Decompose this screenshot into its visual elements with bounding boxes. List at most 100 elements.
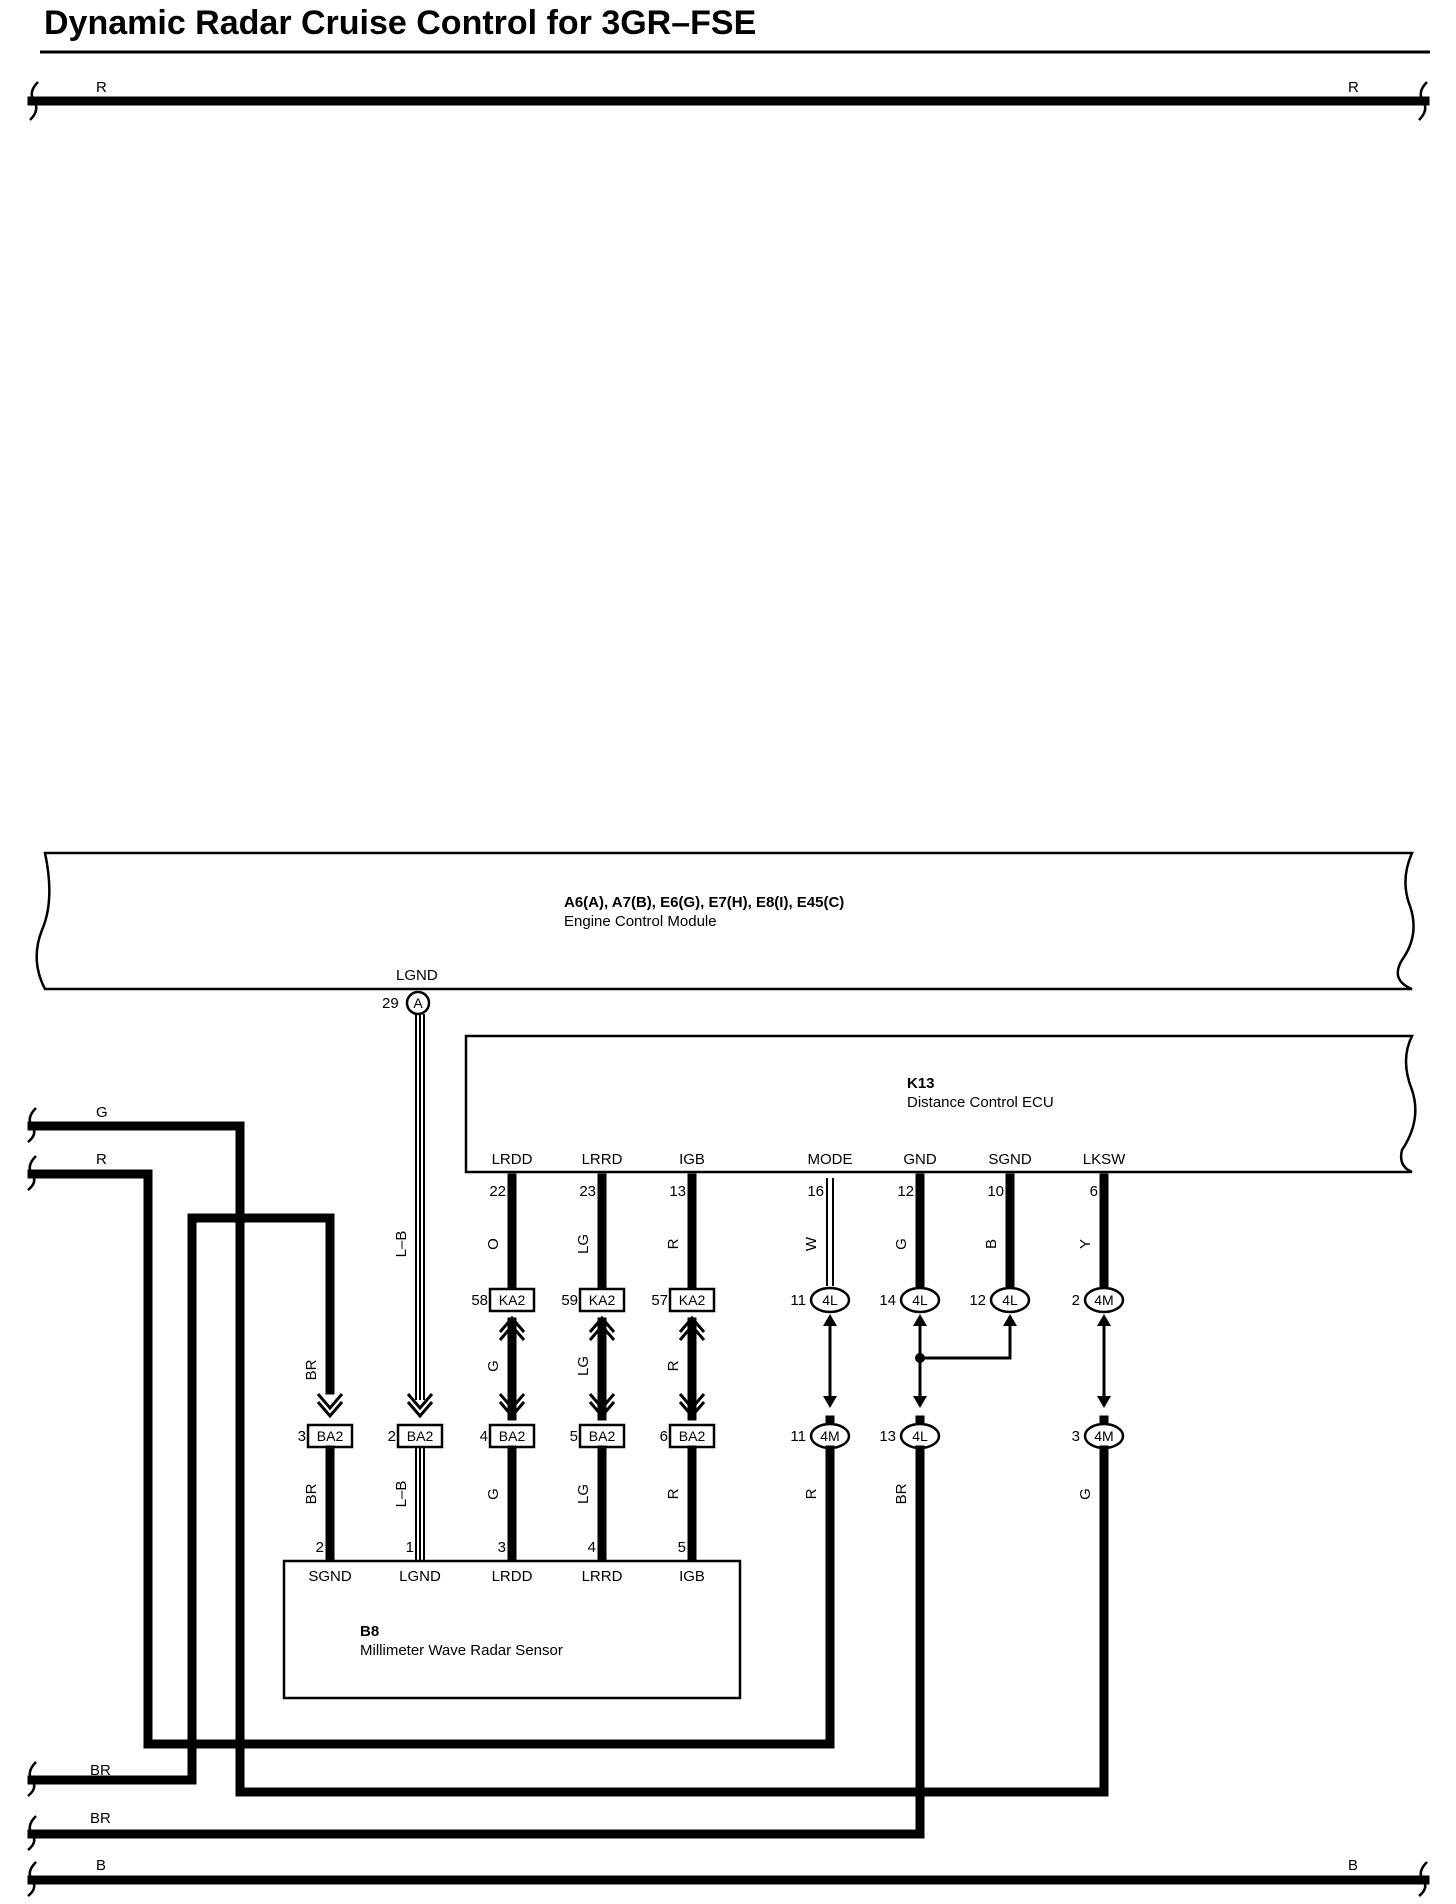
lower-conn-pin: 4 — [480, 1428, 488, 1445]
upper-conn-name: 4L — [1002, 1292, 1018, 1308]
upper-connector-ka2 — [668, 1287, 716, 1313]
low-wire-color-2: G — [485, 1488, 502, 1500]
page-title: Dynamic Radar Cruise Control for 3GR–FSE — [44, 4, 756, 42]
route-r-mode — [27, 1169, 835, 1749]
arrow-down-0 — [498, 1393, 526, 1419]
wire-routes — [27, 1121, 1430, 1885]
lower-conn-name: BA2 — [407, 1428, 434, 1444]
ecm-connector-label: A — [413, 995, 423, 1011]
arrow-up-sgnd — [1003, 1314, 1017, 1326]
upper-conn-name: 4L — [912, 1292, 928, 1308]
arrow-down-sgnd-ba2 — [316, 1393, 344, 1419]
route-br-gnd — [27, 1415, 925, 1839]
arrow-up-small-4 — [913, 1314, 927, 1326]
ecm-code: A6(A), A7(B), E6(G), E7(H), E8(I), E45(C… — [564, 894, 844, 911]
arrow-down-small-3 — [823, 1396, 837, 1408]
bus-br1-label: BR — [90, 1762, 111, 1779]
upper-conn-name: KA2 — [589, 1292, 616, 1308]
upper-conn-name: 4L — [822, 1292, 838, 1308]
upper-conn-pin: 57 — [651, 1292, 668, 1309]
lower-conn-name: 4M — [1094, 1428, 1113, 1444]
lower-conn-pin: 3 — [298, 1428, 306, 1445]
lower-conn-pin: 11 — [790, 1428, 806, 1445]
lower-conn-pin: 6 — [660, 1428, 668, 1445]
low-wire-color-4: R — [665, 1488, 682, 1499]
ecu-terminal-igb: IGB — [679, 1151, 705, 1168]
upper-conn-pin: 59 — [561, 1292, 578, 1309]
sensor-box — [282, 1559, 742, 1700]
sensor-code: B8 — [360, 1623, 379, 1640]
arrow-up-small-3 — [823, 1314, 837, 1326]
sensor-terminal-igb: IGB — [679, 1568, 705, 1585]
upper-conn-pin: 11 — [790, 1292, 806, 1309]
upper-conn-name: KA2 — [679, 1292, 706, 1308]
wire-color-sgnd: B — [983, 1239, 1000, 1249]
bus-break-right — [1418, 81, 1428, 121]
lower-conn-pin: 2 — [388, 1428, 396, 1445]
sensor-pin-sgnd: 2 — [316, 1539, 324, 1556]
arrow-down-small-6 — [1097, 1396, 1111, 1408]
ecu-terminal-lksw: LKSW — [1083, 1151, 1126, 1168]
mid-wire-color-0: G — [485, 1360, 502, 1372]
mid-wire-color-2: R — [665, 1360, 682, 1371]
arrow-down-small-4 — [913, 1396, 927, 1408]
route-br-sgnd — [27, 1213, 335, 1785]
lower-conn-name: BA2 — [589, 1428, 616, 1444]
bus-top-right-label: R — [1348, 79, 1359, 96]
upper-connector-ka2 — [488, 1287, 536, 1313]
wire-color-gnd: G — [893, 1238, 910, 1250]
upper-conn-name: 4M — [1094, 1292, 1113, 1308]
arrow-down-lgnd-ba2 — [406, 1393, 434, 1419]
upper-connector-4m — [1083, 1286, 1125, 1314]
ecu-pin-lrdd: 22 — [489, 1183, 506, 1200]
wire-color-lksw: Y — [1077, 1239, 1094, 1249]
lower-conn-name: BA2 — [499, 1428, 526, 1444]
sensor-pin-lgnd: 1 — [406, 1539, 414, 1556]
lower-conn-pin: 3 — [1072, 1428, 1080, 1445]
bus-b-left-label: B — [96, 1857, 106, 1874]
ecm-connector-a — [405, 990, 431, 1016]
upper-connector-4l — [989, 1286, 1031, 1314]
ecu-pin-lrrd: 23 — [579, 1183, 596, 1200]
low-wire-color-7: G — [1077, 1488, 1094, 1500]
ecu-pin-sgnd: 10 — [987, 1183, 1004, 1200]
arrow-up-0 — [498, 1315, 526, 1341]
arrow-up-2 — [678, 1315, 706, 1341]
ecu-box — [464, 1034, 1417, 1174]
ecu-terminal-gnd: GND — [903, 1151, 937, 1168]
ecm-terminal-lgnd: LGND — [396, 967, 438, 984]
bus-g-label: G — [96, 1104, 108, 1121]
ecu-pin-gnd: 12 — [897, 1183, 914, 1200]
sensor-pin-lrrd: 4 — [588, 1539, 596, 1556]
ecu-pin-igb: 13 — [669, 1183, 686, 1200]
ecm-pin: 29 — [382, 995, 399, 1012]
ecu-name: Distance Control ECU — [907, 1094, 1054, 1111]
gnd-sgnd-link — [920, 1316, 1012, 1360]
lower-conn-pin: 13 — [879, 1428, 896, 1445]
sensor-terminal-lgnd: LGND — [399, 1568, 441, 1585]
low-wire-color-0: BR — [303, 1483, 320, 1504]
arrow-down-1 — [588, 1393, 616, 1419]
mid-wire-color-1: LG — [575, 1356, 592, 1376]
ecm-box — [35, 851, 1415, 991]
low-wire-color-3: LG — [575, 1484, 592, 1504]
ecu-terminal-lrrd: LRRD — [582, 1151, 623, 1168]
lower-conn-name: BA2 — [317, 1428, 344, 1444]
upper-conn-pin: 58 — [471, 1292, 488, 1309]
sensor-pin-lrdd: 3 — [498, 1539, 506, 1556]
lower-conn-pin: 5 — [570, 1428, 578, 1445]
lower-connector-ba2 — [396, 1423, 444, 1449]
arrow-up-small-6 — [1097, 1314, 1111, 1326]
low-wire-color-6: BR — [893, 1483, 910, 1504]
upper-connector-ka2 — [578, 1287, 626, 1313]
sensor-terminal-sgnd: SGND — [308, 1568, 352, 1585]
upper-conn-pin: 12 — [969, 1292, 986, 1309]
upper-connector-4l — [899, 1286, 941, 1314]
sensor-name: Millimeter Wave Radar Sensor — [360, 1642, 563, 1659]
route-g-lksw — [27, 1121, 1109, 1797]
lower-conn-name: 4L — [912, 1428, 928, 1444]
bus-r-label: R — [96, 1151, 107, 1168]
